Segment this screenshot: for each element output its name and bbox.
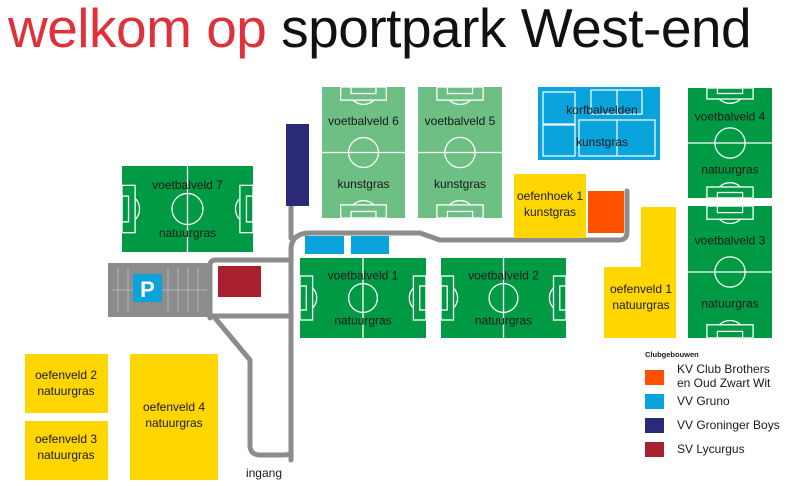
oefenveld-1-name: oefenveld 1 xyxy=(610,282,672,296)
korfbal-fields[interactable]: korfbalvelden kunstgras xyxy=(538,87,660,160)
legend-label-sv-lycurgus: SV Lycurgus xyxy=(677,442,745,456)
pitch-v3-name: voetbalveld 3 xyxy=(695,233,766,247)
pitch-v1-markings xyxy=(299,258,427,338)
legend-label-kv-club-brothers: KV Club Brothers xyxy=(677,362,770,376)
pitch-v7[interactable]: voetbalveld 7 natuurgras xyxy=(121,166,254,252)
oefenhoek-1-surface: kunstgras xyxy=(524,205,576,219)
parking-icon xyxy=(133,274,162,302)
oefenveld-2[interactable]: oefenveld 2 natuurgras xyxy=(25,354,108,413)
pitch-v5-markings xyxy=(418,86,502,219)
pitch-v2-markings xyxy=(440,258,567,338)
oefenhoek-1-area xyxy=(514,174,586,238)
clubhouse-vv-groninger-boys[interactable] xyxy=(286,124,309,206)
pitch-v6-markings xyxy=(322,86,405,219)
pitch-v1[interactable]: voetbalveld 1 natuurgras xyxy=(299,258,427,338)
clubhouse-sv-lycurgus[interactable] xyxy=(218,266,261,297)
pitch-v4-surface: natuurgras xyxy=(701,162,758,176)
road-entrance xyxy=(212,315,294,458)
clubhouse-vv-gruno-2[interactable] xyxy=(351,236,389,254)
oefenhoek-1-name: oefenhoek 1 xyxy=(517,189,583,203)
parking-lot[interactable]: P xyxy=(108,263,210,317)
legend-title: Clubgebouwen xyxy=(645,350,699,359)
oefenveld-4-name: oefenveld 4 xyxy=(143,400,205,414)
legend-swatch-vv-groninger-boys xyxy=(645,418,664,433)
oefenveld-3-area xyxy=(25,421,108,480)
pitch-v5-name: voetbalveld 5 xyxy=(425,114,496,128)
korfbal-surface: kunstgras xyxy=(576,135,628,149)
pitch-v4-markings xyxy=(688,87,772,199)
pitch-v5[interactable]: voetbalveld 5 kunstgras xyxy=(418,86,502,219)
pitch-v3[interactable]: voetbalveld 3 natuurgras xyxy=(688,205,772,339)
entrance-label: ingang xyxy=(246,466,282,480)
pitch-v6-name: voetbalveld 6 xyxy=(328,114,399,128)
korfbal-lines xyxy=(542,89,656,157)
clubhouse-kv-club-brothers[interactable] xyxy=(588,191,624,233)
legend-label-vv-groninger-boys: VV Groninger Boys xyxy=(677,418,780,432)
pitch-v3-surface: natuurgras xyxy=(701,297,758,311)
pitch-v4[interactable]: voetbalveld 4 natuurgras xyxy=(688,87,772,199)
oefenveld-2-area xyxy=(25,354,108,413)
clubhouse-vv-gruno-1[interactable] xyxy=(305,236,344,254)
oefenveld-3[interactable]: oefenveld 3 natuurgras xyxy=(25,421,108,480)
roads xyxy=(207,188,630,463)
oefenveld-1-area xyxy=(604,207,676,338)
oefenveld-1[interactable]: oefenveld 1 natuurgras xyxy=(604,207,676,338)
pitch-v7-surface: natuurgras xyxy=(159,226,216,240)
pitch-v5-surface: kunstgras xyxy=(434,177,486,191)
pitch-v3-markings xyxy=(688,205,772,339)
pitch-v2-name: voetbalveld 2 xyxy=(468,269,539,283)
oefenveld-4[interactable]: oefenveld 4 natuurgras xyxy=(130,354,218,480)
oefenveld-4-area xyxy=(130,354,218,480)
legend-swatch-vv-gruno xyxy=(645,394,664,409)
pitch-v2[interactable]: voetbalveld 2 natuurgras xyxy=(440,258,567,338)
pitch-v7-markings xyxy=(121,166,254,252)
oefenveld-2-surface: natuurgras xyxy=(37,384,94,398)
korfbal-name: korfbalvelden xyxy=(566,103,637,117)
pitch-v6-surface: kunstgras xyxy=(337,177,389,191)
legend-swatch-sv-lycurgus xyxy=(645,442,664,457)
legend: Clubgebouwen KV Club Brothers en Oud Zwa… xyxy=(645,350,780,457)
parking-label: P xyxy=(140,277,155,302)
oefenhoek-1[interactable]: oefenhoek 1 kunstgras xyxy=(514,174,586,238)
page-title: welkom op sportpark West-end xyxy=(8,0,752,60)
pitch-v4-name: voetbalveld 4 xyxy=(695,110,766,124)
road-loop xyxy=(288,188,630,463)
legend-swatch-kv-club-brothers xyxy=(645,370,664,385)
pitch-v2-surface: natuurgras xyxy=(475,313,532,327)
title-part-2: sportpark West-end xyxy=(281,0,752,59)
oefenveld-4-surface: natuurgras xyxy=(145,416,202,430)
title-part-1: welkom op xyxy=(8,0,267,59)
oefenveld-2-name: oefenveld 2 xyxy=(35,368,97,382)
oefenveld-3-surface: natuurgras xyxy=(37,448,94,462)
pitch-v1-name: voetbalveld 1 xyxy=(328,269,399,283)
oefenveld-3-name: oefenveld 3 xyxy=(35,432,97,446)
legend-label-vv-gruno: VV Gruno xyxy=(677,394,730,408)
pitch-v7-name: voetbalveld 7 xyxy=(152,178,223,192)
legend-label-kv-club-brothers-2: en Oud Zwart Wit xyxy=(677,376,771,390)
oefenveld-1-surface: natuurgras xyxy=(612,298,669,312)
pitch-v1-surface: natuurgras xyxy=(334,313,391,327)
pitch-v6[interactable]: voetbalveld 6 kunstgras xyxy=(322,86,405,219)
